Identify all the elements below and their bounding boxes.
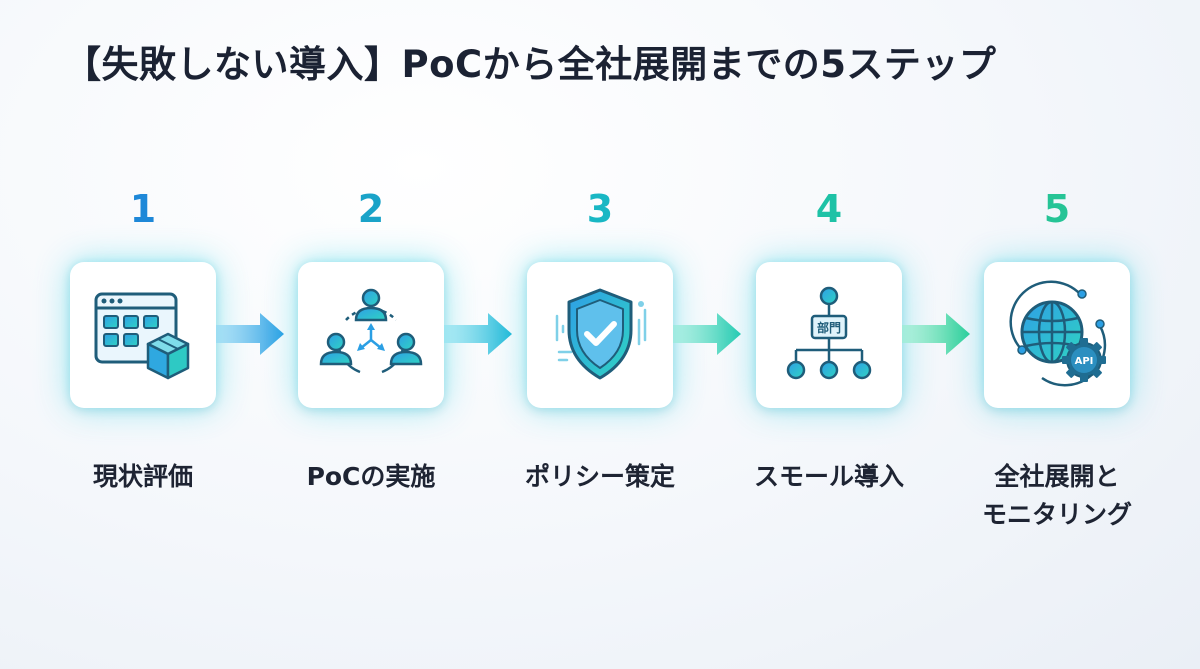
step-3-number: 3 — [586, 187, 614, 231]
step-2-label: PoCの実施 — [306, 462, 436, 491]
step-3-card — [527, 262, 673, 408]
department-icon-text: 部門 — [817, 320, 841, 335]
step-4-label: スモール導入 — [753, 462, 904, 491]
page-title: 【失敗しない導入】PoCから全社展開までの5ステップ — [64, 43, 997, 86]
api-icon-text: API — [1075, 356, 1094, 367]
arrow-right-icon — [673, 313, 741, 355]
step-1-label: 現状評価 — [92, 462, 193, 491]
step-5-number: 5 — [1043, 187, 1071, 231]
step-3-label: ポリシー策定 — [524, 462, 675, 491]
shield-check-icon — [555, 288, 647, 380]
step-5-card: API — [984, 262, 1130, 408]
arrow-right-icon — [216, 313, 284, 355]
step-1-card — [70, 262, 216, 408]
step-1-number: 1 — [129, 187, 157, 231]
globe-api-gear-icon: API — [1009, 280, 1107, 387]
arrow-right-icon — [444, 313, 512, 355]
step-4-card: 部門 — [756, 262, 902, 408]
step-2-card — [298, 262, 444, 408]
step-5-label: 全社展開と モニタリング — [957, 458, 1157, 534]
step-5-label-line-1: 全社展開と — [994, 462, 1120, 491]
department-hierarchy-icon: 部門 — [786, 286, 872, 380]
arrow-right-icon — [902, 313, 970, 355]
inventory-grid-box-icon — [94, 292, 190, 380]
step-4-number: 4 — [815, 187, 843, 231]
step-2-number: 2 — [357, 187, 385, 231]
step-5-label-line-2: モニタリング — [981, 500, 1132, 529]
team-collaboration-icon — [319, 288, 423, 374]
